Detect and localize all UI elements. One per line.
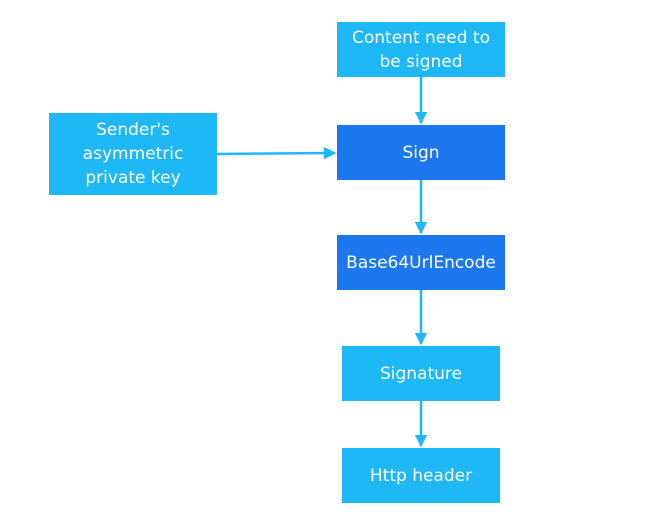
base64-url-encode-node: Base64UrlEncode xyxy=(337,235,505,290)
sender-private-key-node: Sender's asymmetric private key xyxy=(49,113,217,195)
sign-label: Sign xyxy=(402,142,440,163)
sender-private-key-label: Sender's asymmetric private key xyxy=(82,120,184,188)
content-to-sign-node: Content need to be signed xyxy=(337,22,505,77)
base64-url-encode-label: Base64UrlEncode xyxy=(346,252,496,273)
sign-node: Sign xyxy=(337,125,505,180)
signature-node: Signature xyxy=(342,346,500,401)
http-header-node: Http header xyxy=(342,448,500,503)
content-to-sign-label: Content need to be signed xyxy=(352,27,490,72)
signature-label: Signature xyxy=(379,363,462,384)
arrow-sender-to-sign xyxy=(216,146,337,160)
http-header-label: Http header xyxy=(369,465,473,486)
